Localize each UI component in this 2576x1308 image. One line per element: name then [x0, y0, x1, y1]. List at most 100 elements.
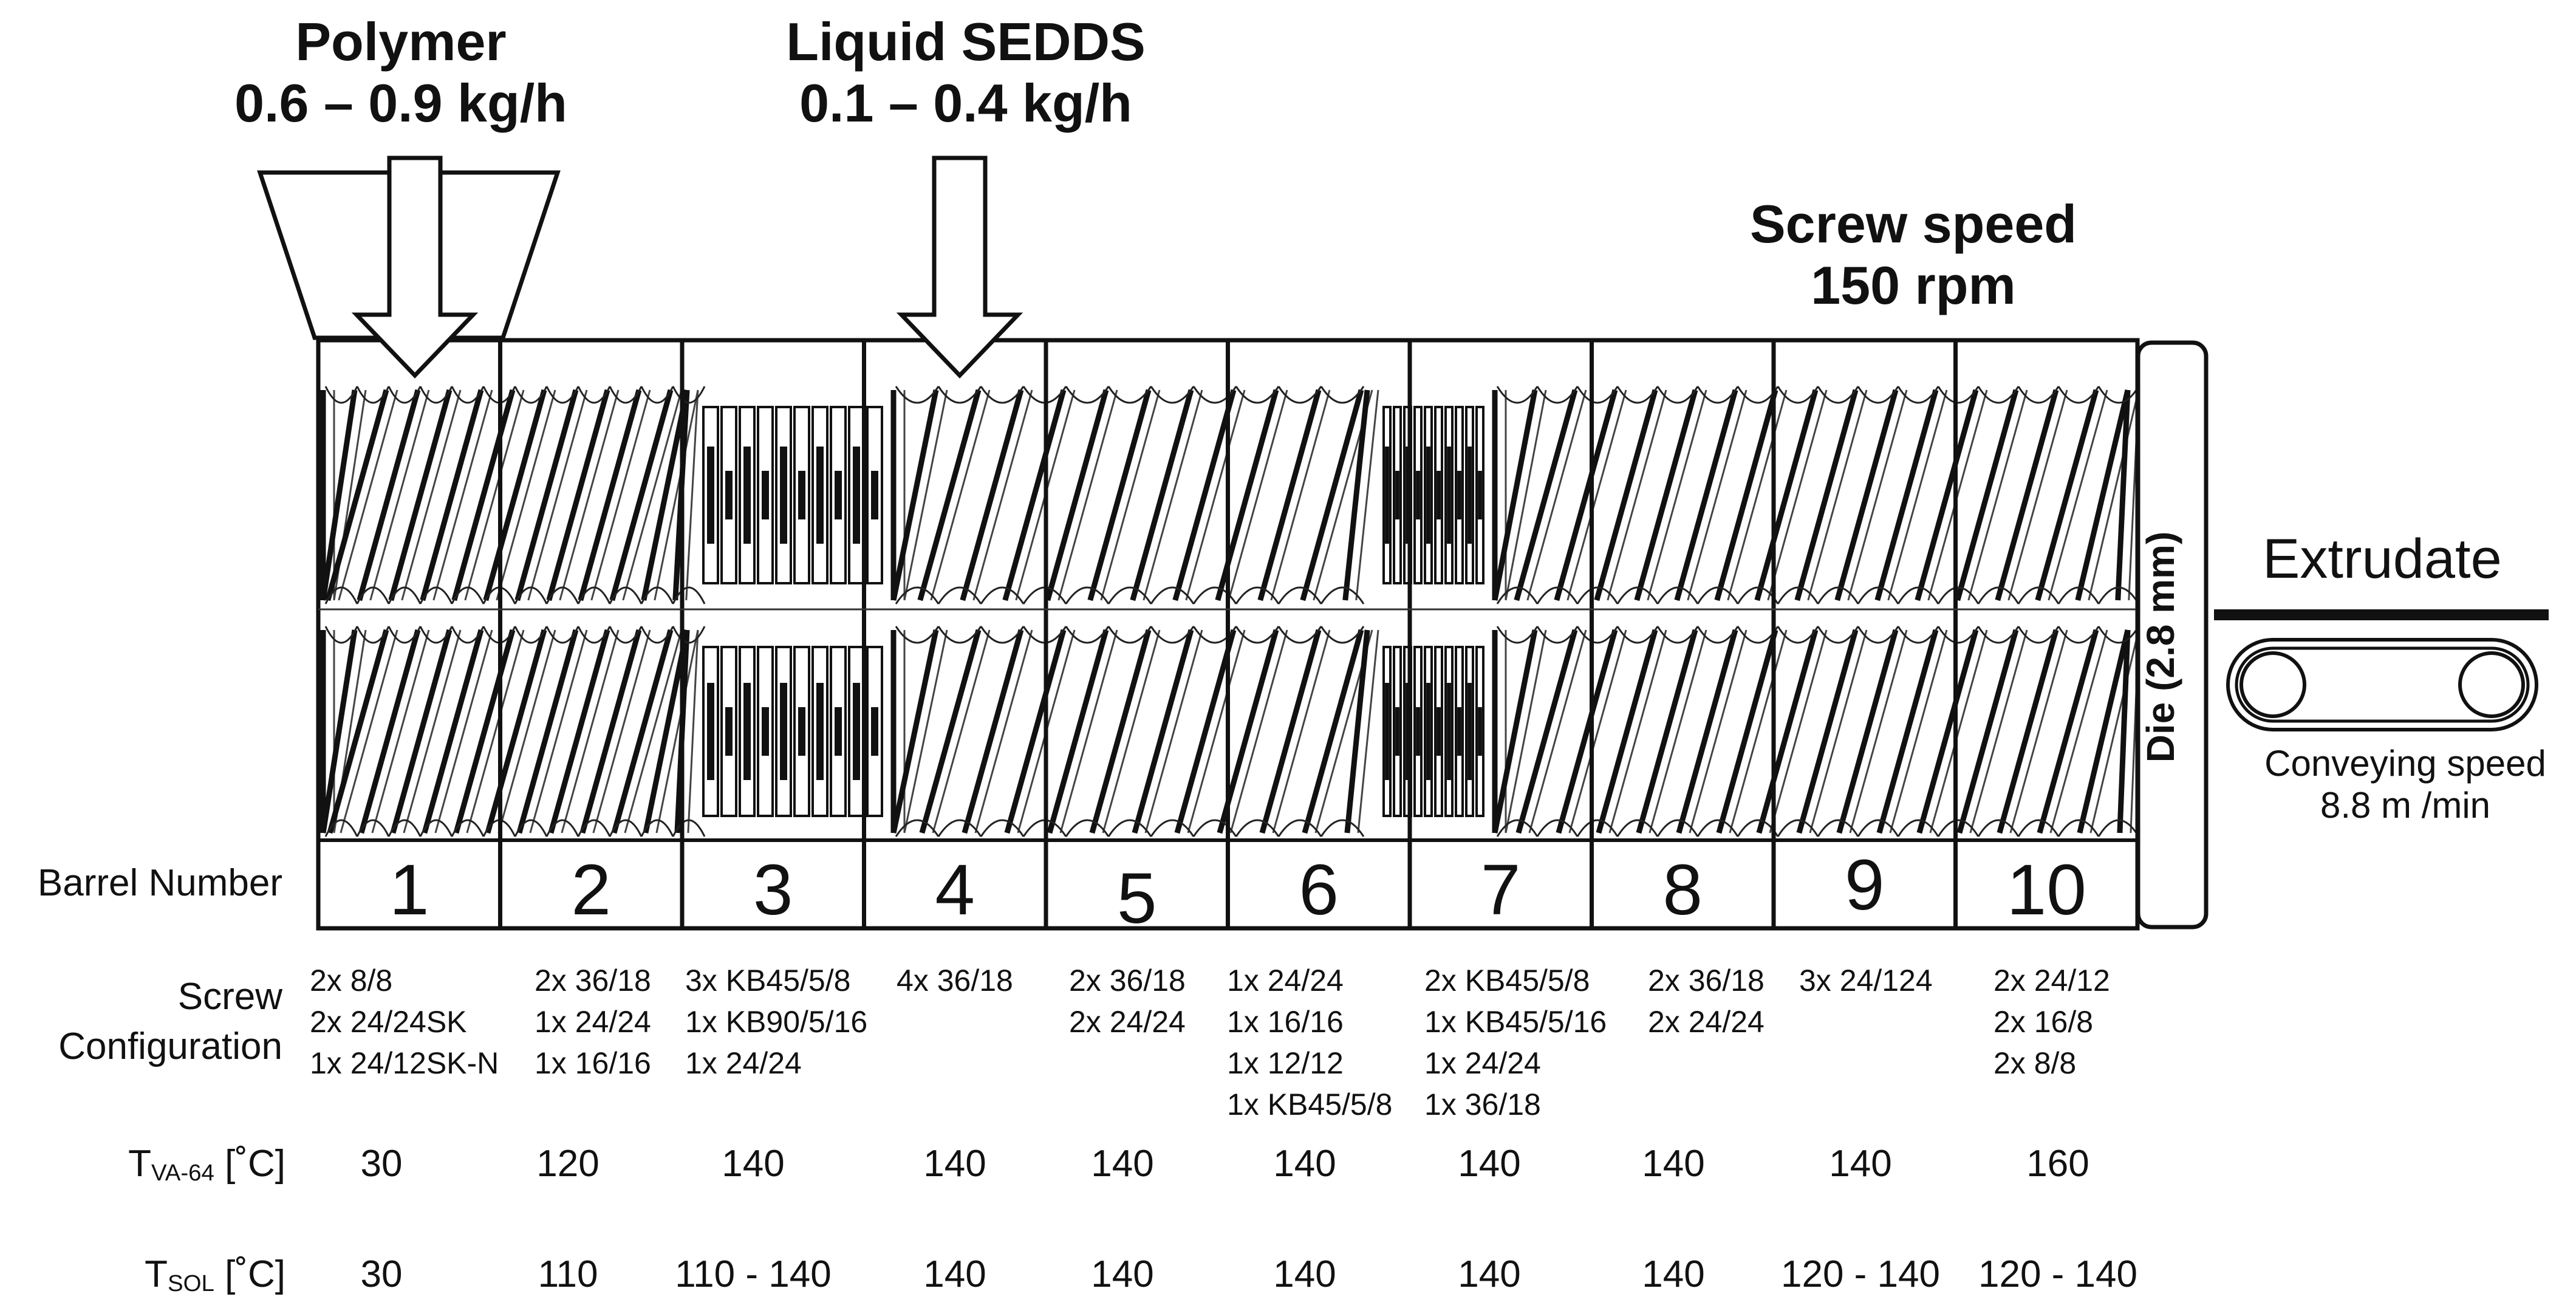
screw-config-line: 1x 36/18: [1424, 1087, 1541, 1121]
screw-strip-1-c: [1492, 626, 2140, 837]
screw-config-line: 2x 8/8: [310, 964, 393, 998]
barrel-number-9: 9: [1844, 845, 1885, 925]
screw-config-line: 2x 36/18: [1069, 964, 1186, 998]
polymer-feed-arrow: [351, 156, 479, 379]
screw-config-line: 2x 24/24SK: [310, 1005, 467, 1039]
screw-strip-0-b: [890, 386, 1379, 604]
kneading-block-6-1: [1382, 646, 1484, 817]
screw-config-barrel-3: 3x KB45/5/8 1x KB90/5/16 1x 24/24: [685, 960, 867, 1084]
screw-config-line: 1x 16/16: [535, 1046, 651, 1080]
tsol-row-label: TSOL [˚C]: [6, 1253, 285, 1297]
tva64-value-barrel-6: 140: [1273, 1143, 1336, 1185]
tva64-unit: [˚C]: [214, 1143, 285, 1185]
screw-config-line: 1x KB45/5/8: [1227, 1087, 1393, 1121]
tsol-symbol: T: [145, 1253, 168, 1295]
screw-config-line: 4x 36/18: [897, 964, 1013, 998]
tva64-value-barrel-4: 140: [923, 1143, 986, 1185]
screw-config-line: 1x 24/24: [1424, 1046, 1541, 1080]
barrel-number-3: 3: [753, 850, 793, 930]
screw-config-barrel-6: 1x 24/24 1x 16/16 1x 12/12 1x KB45/5/8: [1227, 960, 1392, 1125]
screw-strip-1-b: [890, 626, 1379, 837]
tva64-value-barrel-2: 120: [536, 1143, 600, 1185]
tsol-value-barrel-3: 110 - 140: [675, 1253, 832, 1295]
screw-config-line: 1x 24/24: [535, 1005, 651, 1039]
screw-config-line: 1x 12/12: [1227, 1046, 1344, 1080]
barrel-number-5: 5: [1116, 858, 1157, 939]
screw-config-barrel-1: 2x 8/8 2x 24/24SK 1x 24/12SK-N: [310, 960, 499, 1084]
screw-config-line: 2x KB45/5/8: [1424, 964, 1590, 998]
tva64-row-label: TVA-64 [˚C]: [6, 1142, 285, 1186]
hopper-funnel: [257, 170, 561, 340]
screw-speed-value: 150 rpm: [1811, 255, 2016, 316]
screw-label-line2: Configuration: [58, 1025, 282, 1067]
conveying-speed-label: Conveying speed 8.8 m /min: [2241, 742, 2569, 826]
extrudate-label: Extrudate: [2263, 528, 2502, 590]
screw-config-line: 1x 16/16: [1227, 1005, 1344, 1039]
barrel-number-10: 10: [2006, 850, 2086, 930]
feed-arrows: [351, 156, 1023, 379]
polymer-feed-name: Polymer: [295, 12, 507, 72]
screw-config-line: 2x 24/24: [1648, 1005, 1765, 1039]
screw-config-line: 1x 24/24: [1227, 964, 1344, 998]
screw-label-line1: Screw: [177, 976, 282, 1018]
die-shape: [2136, 340, 2209, 930]
tsol-value-barrel-2: 110: [538, 1253, 598, 1295]
barrel-number-8: 8: [1662, 850, 1703, 930]
sedds-feed-arrow: [896, 156, 1023, 379]
screw-config-line: 1x KB45/5/16: [1424, 1005, 1607, 1039]
tva64-value-barrel-9: 140: [1829, 1143, 1892, 1185]
tva64-value-barrel-3: 140: [722, 1143, 785, 1185]
kneading-block-2-1: [702, 646, 883, 817]
barrel-sections: [316, 338, 2140, 931]
tsol-value-barrel-5: 140: [1091, 1253, 1154, 1295]
conveyor-belt-outer: [2226, 638, 2538, 731]
die-box: [2136, 340, 2209, 930]
barrel-number-row-label: Barrel Number: [37, 862, 282, 904]
screw-config-line: 1x KB90/5/16: [685, 1005, 868, 1039]
screw-configuration-row-label: Screw Configuration: [6, 972, 282, 1072]
screw-config-line: 2x 8/8: [1993, 1046, 2077, 1080]
screw-config-line: 3x 24/124: [1799, 964, 1933, 998]
kneading-block-2-0: [702, 406, 883, 584]
sedds-feed-rate: 0.1 – 0.4 kg/h: [799, 73, 1132, 134]
screw-strip-0-c: [1492, 386, 2140, 604]
screw-config-line: 3x KB45/5/8: [685, 964, 851, 998]
barrel-number-2: 2: [571, 850, 612, 930]
kneading-block-6-0: [1382, 406, 1484, 584]
conveying-speed-value: 8.8 m /min: [2320, 785, 2491, 826]
tsol-unit: [˚C]: [214, 1253, 285, 1295]
screw-config-barrel-4: 4x 36/18: [897, 960, 1013, 1001]
polymer-feed-label: Polymer 0.6 – 0.9 kg/h: [200, 11, 601, 134]
barrel-number-6: 6: [1299, 850, 1339, 930]
tva64-value-barrel-5: 140: [1091, 1143, 1154, 1185]
screw-speed-title: Screw speed: [1749, 194, 2077, 254]
die-label: Die (2.8 mm): [2139, 531, 2182, 763]
screw-config-line: 2x 16/8: [1993, 1005, 2094, 1039]
tsol-value-barrel-6: 140: [1273, 1253, 1336, 1295]
tva64-subscript: VA-64: [151, 1159, 214, 1186]
screw-config-barrel-8: 2x 36/18 2x 24/24: [1648, 960, 1765, 1043]
screw-config-line: 2x 36/18: [1648, 964, 1765, 998]
polymer-feed-rate: 0.6 – 0.9 kg/h: [234, 73, 567, 134]
twin-screws: [320, 386, 2140, 837]
tsol-value-barrel-10: 120 - 140: [1978, 1253, 2137, 1295]
conveying-speed-title: Conveying speed: [2264, 743, 2546, 784]
screw-config-line: 1x 24/12SK-N: [310, 1046, 499, 1080]
barrel-number-7: 7: [1480, 850, 1521, 930]
screw-config-line: 2x 24/12: [1993, 964, 2110, 998]
tsol-value-barrel-8: 140: [1642, 1253, 1705, 1295]
screw-config-line: 1x 24/24: [685, 1046, 802, 1080]
tva64-value-barrel-1: 30: [360, 1143, 403, 1185]
tva64-symbol: T: [128, 1143, 151, 1185]
screw-config-barrel-9: 3x 24/124: [1799, 960, 1933, 1001]
sedds-feed-label: Liquid SEDDS 0.1 – 0.4 kg/h: [765, 11, 1166, 134]
screw-config-barrel-7: 2x KB45/5/8 1x KB45/5/16 1x 24/24 1x 36/18: [1424, 960, 1607, 1125]
polymer-hopper: [257, 170, 561, 340]
tsol-subscript: SOL: [168, 1270, 214, 1296]
screw-speed-label: Screw speed 150 rpm: [1701, 193, 2126, 316]
sedds-feed-name: Liquid SEDDS: [786, 12, 1146, 72]
